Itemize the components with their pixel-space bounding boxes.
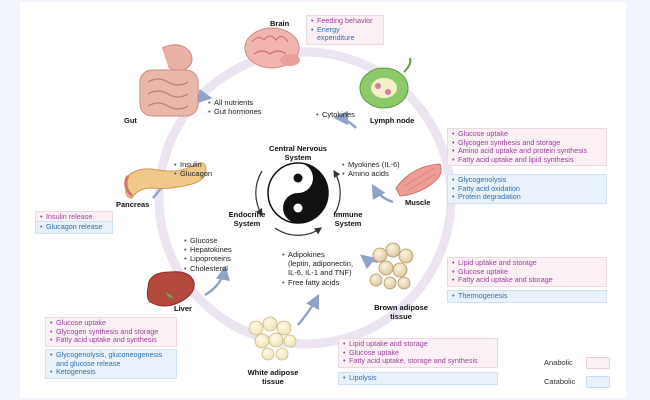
muscle-anabolic-box: Glucose uptake Glycogen synthesis and st…	[447, 128, 607, 167]
anabolic-item: Fatty acid uptake and synthesis	[50, 336, 172, 345]
endocrine-label: Endocrine System	[222, 210, 272, 228]
anabolic-item: Glucose uptake	[343, 348, 493, 358]
legend-anabolic-label: Anabolic	[544, 358, 573, 367]
catabolic-item: Energy expenditure	[311, 25, 379, 43]
liver-label: Liver	[174, 304, 192, 313]
lymph-node-label: Lymph node	[370, 116, 415, 125]
liver-icon	[146, 271, 195, 307]
catabolic-item: Glucagon release	[40, 222, 108, 232]
legend-catabolic-label: Catabolic	[544, 377, 576, 386]
catabolic-item: Ketogenesis	[50, 368, 172, 377]
pancreas-signals: Insulin Glucagon	[174, 160, 212, 179]
anabolic-item: Fatty acid uptake and storage	[452, 276, 602, 285]
brown-catabolic-box: Thermogenesis	[447, 290, 607, 303]
gut-signals: All nutrients Gut hormones	[208, 98, 262, 117]
anabolic-item: Glycogen synthesis and storage	[50, 327, 172, 337]
pancreas-signal: Insulin	[174, 160, 212, 169]
muscle-icon	[395, 163, 442, 197]
cycle-arrows	[255, 169, 341, 236]
brain-icon	[244, 27, 300, 69]
white-adipose-label: White adipose tissue	[240, 368, 306, 386]
anabolic-item: Fatty acid uptake and lipid synthesis	[452, 155, 602, 165]
gut-icon	[139, 44, 199, 117]
gut-label: Gut	[124, 116, 137, 125]
legend-anabolic-swatch	[586, 357, 610, 369]
anabolic-item: Lipid uptake and storage	[452, 258, 602, 268]
cns-label: Central Nervous System	[262, 144, 334, 162]
brown-adipose-label: Brown adipose tissue	[370, 303, 432, 321]
lymph-signal: Cytokines	[316, 110, 355, 119]
anabolic-item: Insulin release	[40, 212, 108, 222]
catabolic-item: Lipolysis	[343, 373, 493, 383]
immune-label-line1: Immune	[333, 210, 363, 219]
cns-label-line1: Central Nervous	[269, 144, 327, 153]
adipose-signal: Free fatty acids	[282, 278, 353, 287]
anabolic-item: Glucose uptake	[452, 129, 602, 139]
catabolic-item: Glycogenolysis, gluconeogenesis	[50, 350, 172, 360]
pancreas-label: Pancreas	[116, 200, 150, 209]
pancreas-signal: Glucagon	[174, 169, 212, 178]
adipose-signal-detail: (leptin, adiponectin,	[288, 259, 354, 269]
brown-anabolic-box: Lipid uptake and storage Glucose uptake …	[447, 257, 607, 287]
catabolic-item: Thermogenesis	[452, 291, 602, 301]
pancreas-catabolic-box: Glucagon release	[35, 221, 113, 234]
cns-label-line2: System	[284, 153, 312, 163]
white-catabolic-box: Lipolysis	[338, 372, 498, 385]
anabolic-item: Amino acid uptake and protein synthesis	[452, 147, 602, 156]
white-anabolic-box: Lipid uptake and storage Glucose uptake …	[338, 338, 498, 368]
liver-signal: Cholesterol	[184, 264, 232, 273]
white-adipose-icon	[248, 316, 297, 361]
brown-adipose-icon	[369, 242, 414, 290]
liver-signals: Glucose Hepatokines Lipoproteins Cholest…	[184, 236, 232, 273]
catabolic-item: Fatty acid oxidation	[452, 184, 602, 194]
anabolic-item: Glucose uptake	[50, 318, 172, 328]
adipose-signals: Adipokines (leptin, adiponectin, IL-6, I…	[282, 250, 353, 287]
white-adipose-label-line1: White adipose	[247, 368, 299, 377]
gut-signal: All nutrients	[208, 98, 262, 107]
brown-adipose-label-line2: tissue	[390, 312, 412, 322]
immune-label-line2: System	[334, 219, 362, 229]
muscle-signal: Amino acids	[342, 169, 400, 178]
liver-signal: Hepatokines	[184, 245, 232, 254]
muscle-catabolic-box: Glycogenolysis Fatty acid oxidation Prot…	[447, 174, 607, 204]
lymph-signals: Cytokines	[316, 110, 355, 119]
adipose-signal: Adipokines	[282, 250, 353, 259]
anabolic-item: Lipid uptake and storage	[343, 339, 493, 349]
gut-signal: Gut hormones	[208, 107, 262, 116]
catabolic-item: Protein degradation	[452, 193, 602, 202]
muscle-signals: Myokines (IL-6) Amino acids	[342, 160, 400, 179]
anabolic-item: Fatty acid uptake, storage and synthesis	[343, 357, 493, 366]
brown-adipose-label-line1: Brown adipose	[374, 303, 428, 312]
brain-label: Brain	[270, 19, 290, 28]
catabolic-item-continued: and glucose release	[56, 358, 121, 368]
anabolic-item: Glucose uptake	[452, 267, 602, 277]
catabolic-item: Glycogenolysis	[452, 175, 602, 185]
brain-anabolic-box: Feeding behavior Energy expenditure	[306, 15, 384, 45]
anabolic-item: Feeding behavior	[311, 16, 379, 26]
muscle-signal: Myokines (IL-6)	[342, 160, 400, 169]
white-adipose-label-line2: tissue	[262, 377, 284, 387]
liver-signal: Lipoproteins	[184, 254, 232, 263]
endocrine-label-line1: Endocrine	[228, 210, 266, 219]
liver-signal: Glucose	[184, 236, 232, 245]
anabolic-item: Glycogen synthesis and storage	[452, 138, 602, 148]
legend-catabolic-swatch	[586, 376, 610, 388]
immune-label: Immune System	[326, 210, 370, 228]
adipose-signal-detail: IL-6, IL-1 and TNF)	[288, 268, 352, 278]
endocrine-label-line2: System	[233, 219, 261, 229]
yin-yang-icon	[267, 162, 329, 224]
muscle-label: Muscle	[405, 198, 431, 207]
lymph-node-icon	[359, 57, 412, 109]
liver-catabolic-box: Glycogenolysis, gluconeogenesis and gluc…	[45, 349, 177, 379]
liver-anabolic-box: Glucose uptake Glycogen synthesis and st…	[45, 317, 177, 347]
